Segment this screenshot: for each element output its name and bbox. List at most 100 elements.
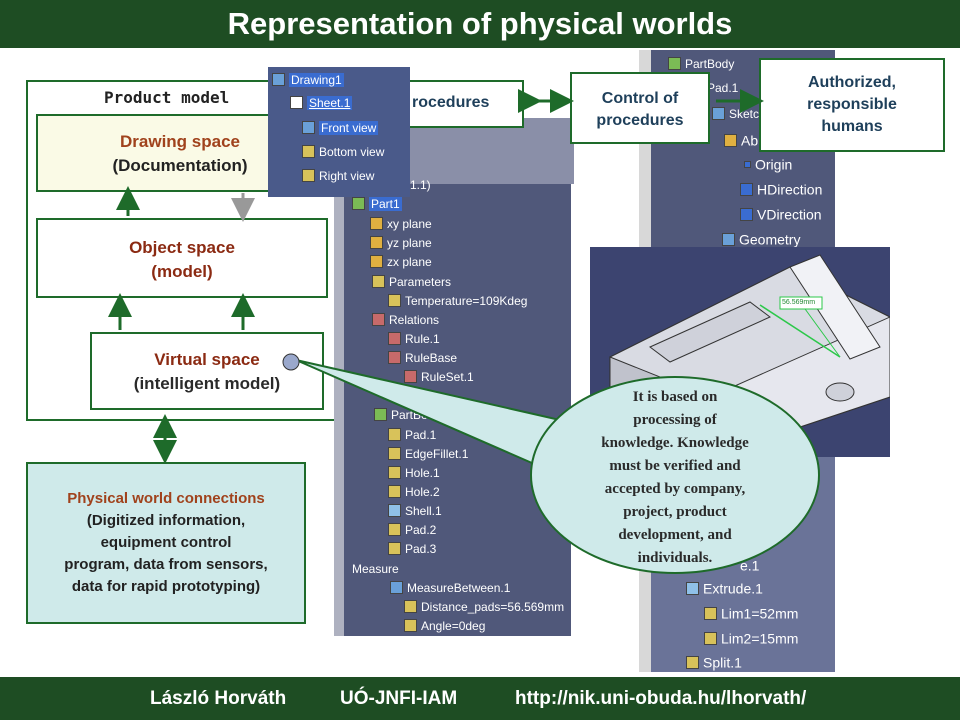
object-space-subtitle: (model) (151, 262, 213, 281)
bubble-line-1: It is based on (632, 389, 718, 405)
footer-url[interactable]: http://nik.uni-obuda.hu/lhorvath/ (515, 688, 807, 709)
relations-icon (372, 313, 385, 327)
part-icon (352, 197, 365, 211)
geometry-icon (722, 232, 735, 246)
left-tree-item-label: Parameters (389, 274, 452, 289)
rulebase-icon (388, 351, 401, 365)
drawing-icon (272, 73, 285, 87)
product-model-label: Product model (104, 88, 230, 107)
physical-world-box: Physical world connections (Digitized in… (26, 462, 306, 624)
right-tree-item-lim1[interactable]: Lim1=52mm (704, 603, 798, 621)
left-tree-item-label: zx plane (387, 254, 432, 269)
left-tree-item[interactable]: MeasureBetween.1 (390, 578, 510, 596)
hole-icon (388, 485, 401, 499)
bubble-line-7: development, and (618, 527, 732, 543)
left-tree-item[interactable]: yz plane (370, 233, 432, 251)
right-tree-item-lim2[interactable]: Lim2=15mm (704, 628, 798, 646)
left-tree-item[interactable]: Shell.1 (388, 501, 442, 519)
right-tree-item-geometry[interactable]: Geometry (722, 229, 800, 247)
left-tree-item[interactable]: Measure (352, 559, 399, 577)
direction-icon (740, 182, 753, 196)
body-icon (374, 408, 387, 422)
body-icon (668, 57, 681, 71)
physical-world-line-3: program, data from sensors, (64, 556, 268, 573)
parameters-icon (372, 275, 385, 289)
physical-world-line-1: (Digitized information, (86, 512, 246, 529)
rule-icon (388, 332, 401, 346)
view-icon (302, 169, 315, 183)
left-tree-item-label: Temperature=109Kdeg (405, 293, 528, 308)
shell-icon (388, 504, 401, 518)
left-tree-item-label: Measure (352, 561, 399, 576)
bubble-anchor-dot (282, 353, 300, 371)
left-tree-item-label: EdgeFillet.1 (405, 446, 469, 461)
left-tree-item[interactable]: Angle=0deg (404, 616, 485, 634)
pad-icon (388, 542, 401, 556)
left-tree-item[interactable]: Parameters (372, 272, 451, 290)
left-tree-item[interactable]: Pad.2 (388, 520, 436, 538)
left-tree-item-label: Rule.1 (405, 331, 440, 346)
measure-icon (390, 581, 403, 595)
footer-author: László Horváth (150, 688, 287, 709)
right-tree-item-vdirection[interactable]: VDirection (740, 204, 822, 222)
right-tree-item-hdirection[interactable]: HDirection (740, 179, 822, 197)
parameter-icon (404, 600, 417, 614)
left-panel-grey-left (334, 184, 344, 636)
left-tree-item-label: Pad.1 (405, 427, 437, 442)
control-of-procedures-box[interactable]: Control of procedures (570, 72, 710, 144)
left-tree-item[interactable]: Temperature=109Kdeg (388, 291, 527, 309)
left-tree-item[interactable]: EdgeFillet.1 (388, 444, 468, 462)
axis-icon (724, 133, 737, 147)
right-tree-item-origin[interactable]: Origin (744, 154, 792, 172)
bubble-line-8: individuals. (637, 550, 713, 566)
left-tree-item[interactable]: Part1 (352, 194, 402, 212)
drawing-tree-item-drawing1[interactable]: Drawing1 (272, 70, 344, 88)
left-tree-item[interactable]: Pad.1 (388, 425, 436, 443)
parameter-icon (704, 606, 717, 620)
left-tree-item[interactable]: RuleBase (388, 348, 457, 366)
pad-icon (388, 428, 401, 442)
plane-icon (370, 236, 383, 250)
authorized-humans-box[interactable]: Authorized, responsible humans (759, 58, 945, 152)
hole-icon (388, 466, 401, 480)
right-tree-item-split1[interactable]: Split.1 (686, 652, 742, 670)
physical-world-title: Physical world connections (67, 490, 265, 507)
left-tree-item[interactable]: Pad.3 (388, 539, 436, 557)
right-tree-item-ab[interactable]: Ab (724, 130, 758, 148)
left-tree-item-label: Distance_pads=56.569mm (421, 599, 565, 614)
view-icon (302, 121, 315, 135)
direction-icon (740, 207, 753, 221)
left-tree-item[interactable]: Relations (372, 310, 439, 328)
drawing-tree-item-sheet1[interactable]: Sheet.1 (290, 93, 353, 111)
control-line-1: Control of (601, 90, 679, 107)
left-tree-item[interactable]: RuleSet.1 (404, 367, 474, 385)
left-tree-item[interactable]: xy plane (370, 214, 432, 232)
footer-institute: UÓ-JNFI-IAM (340, 688, 458, 709)
left-tree-item[interactable]: Hole.1 (388, 463, 440, 481)
bubble-line-2: processing of (633, 412, 717, 428)
left-tree-item-label: Hole.2 (405, 484, 440, 499)
right-tree-item-partbody[interactable]: PartBody (668, 54, 734, 72)
left-tree-item-label: Shell.1 (405, 503, 442, 518)
knowledge-speech-bubble: It is based on processing of knowledge. … (530, 376, 820, 574)
virtual-space-title: Virtual space (154, 350, 260, 369)
sheet-icon (290, 96, 303, 110)
drawing-tree-item-right-view[interactable]: Right view (302, 166, 374, 184)
left-tree-item-label: MeasureBetween.1 (407, 580, 511, 595)
left-tree-item-label: yz plane (387, 235, 432, 250)
control-line-2: procedures (596, 112, 684, 129)
drawing-tree-item-front-view[interactable]: Front view (302, 118, 379, 136)
object-space-box: Object space (model) (36, 218, 328, 298)
left-tree-item[interactable]: Hole.2 (388, 482, 440, 500)
physical-world-line-4: data for rapid prototyping) (71, 578, 261, 595)
left-tree-item[interactable]: Distance_pads=56.569mm (404, 597, 564, 615)
left-tree-item-label: Pad.3 (405, 541, 437, 556)
right-tree-item-extrude1[interactable]: Extrude.1 (686, 578, 763, 596)
left-tree-item[interactable]: zx plane (370, 252, 432, 270)
left-tree-item[interactable]: Rule.1 (388, 329, 440, 347)
bubble-line-5: accepted by company, (604, 481, 746, 497)
drawing-tree-item-bottom-view[interactable]: Bottom view (302, 142, 384, 160)
left-tree-item-label: Angle=0deg (421, 618, 486, 633)
